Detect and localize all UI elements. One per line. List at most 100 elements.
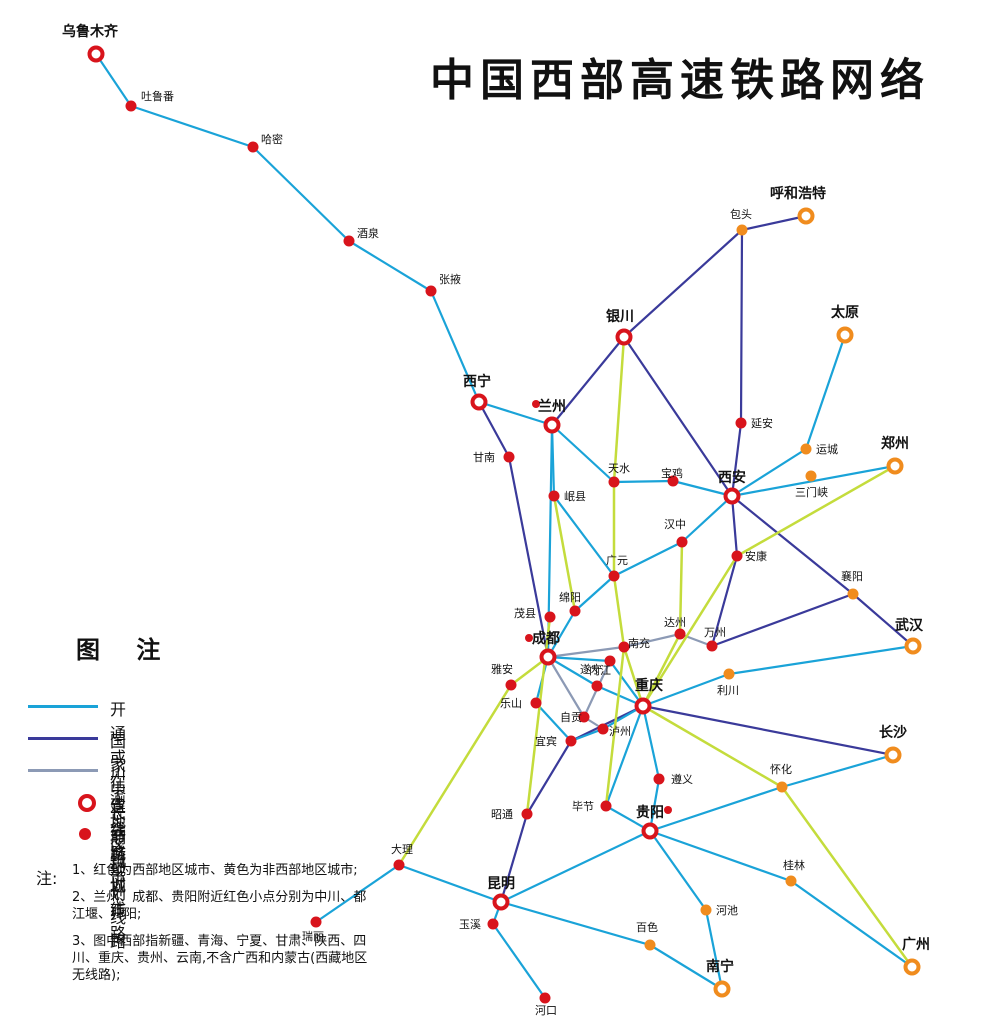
city-marker-wulumuqi[interactable] — [87, 45, 105, 63]
city-marker-dali[interactable] — [393, 859, 405, 871]
city-marker-tianshui[interactable] — [608, 476, 620, 488]
city-label-huhehaote: 呼和浩特 — [770, 185, 826, 202]
city-label-minxian: 岷县 — [564, 490, 586, 503]
city-marker-changsha[interactable] — [884, 746, 902, 764]
city-marker-baise[interactable] — [644, 939, 656, 951]
city-marker-yuncheng[interactable] — [800, 443, 812, 455]
city-marker-bijie[interactable] — [600, 800, 612, 812]
city-marker-guangzhou[interactable] — [903, 958, 921, 976]
city-marker-maoxian[interactable] — [544, 611, 556, 623]
city-label-baotou: 包头 — [730, 208, 752, 221]
city-marker-yaan[interactable] — [505, 679, 517, 691]
city-marker-yibin[interactable] — [565, 735, 577, 747]
city-label-chengdu: 成都 — [532, 630, 560, 647]
city-marker-baoji[interactable] — [667, 475, 679, 487]
city-marker-hechi[interactable] — [700, 904, 712, 916]
city-label-dazhou: 达州 — [664, 616, 686, 629]
city-marker-ankang[interactable] — [731, 550, 743, 562]
city-label-xian: 西安 — [718, 469, 746, 486]
city-label-zhaotong: 昭通 — [491, 808, 513, 821]
city-marker-kunming[interactable] — [492, 893, 510, 911]
city-marker-chongqing[interactable] — [634, 697, 652, 715]
city-marker-zhengzhou[interactable] — [886, 457, 904, 475]
city-marker-sanmenxia[interactable] — [805, 470, 817, 482]
city-marker-xiangyang[interactable] — [847, 588, 859, 600]
city-label-ankang: 安康 — [745, 549, 767, 563]
city-marker-tulufan[interactable] — [125, 100, 137, 112]
city-marker-guilin[interactable] — [785, 875, 797, 887]
city-marker-nanning[interactable] — [713, 980, 731, 998]
city-marker-luzhou[interactable] — [597, 723, 609, 735]
city-markers — [87, 45, 922, 1004]
city-marker-zhaotong[interactable] — [521, 808, 533, 820]
city-marker-yinchuan[interactable] — [615, 328, 633, 346]
city-marker-hekou[interactable] — [539, 992, 551, 1004]
city-marker-gannan[interactable] — [503, 451, 515, 463]
city-marker-dazhou[interactable] — [674, 628, 686, 640]
capital-marker-icon — [78, 794, 96, 812]
legend-label: 国家中长期规划线路 — [110, 732, 127, 943]
rail-line-national-19 — [622, 335, 734, 498]
city-label-luzhou: 泸州 — [609, 725, 631, 738]
city-marker-guiyang[interactable] — [641, 822, 659, 840]
city-marker-nanchong[interactable] — [618, 641, 630, 653]
city-marker-kaiyang[interactable] — [664, 806, 672, 814]
city-marker-zhangye[interactable] — [425, 285, 437, 297]
legend-label: 开通或在建线路 — [110, 700, 127, 863]
city-marker-huhehaote[interactable] — [797, 207, 815, 225]
rail-line-west-planned-35 — [641, 704, 914, 969]
city-label-zigong: 自贡 — [560, 711, 582, 724]
city-label-zunyi: 遵义 — [671, 772, 693, 786]
rail-line-national-18 — [550, 335, 626, 427]
city-label-zhangye: 张掖 — [439, 272, 461, 286]
city-label-guiyang: 贵阳 — [636, 804, 664, 821]
city-marker-dujiangyan[interactable] — [525, 634, 533, 642]
city-label-leshan: 乐山 — [500, 697, 522, 710]
rail-line-sichuan-chongqing-25 — [546, 632, 714, 659]
city-label-gannan: 甘南 — [473, 451, 495, 464]
city-label-ruili: 瑞丽 — [302, 929, 324, 943]
city-label-yinchuan: 银川 — [606, 308, 634, 325]
city-label-baoji: 宝鸡 — [661, 466, 683, 480]
city-label-yanan: 延安 — [751, 416, 773, 430]
city-label-xiangyang: 襄阳 — [841, 569, 863, 583]
rail-line-national-23 — [641, 704, 895, 757]
city-marker-suining[interactable] — [604, 655, 616, 667]
city-label-kunming: 昆明 — [487, 876, 515, 892]
city-label-nanning: 南宁 — [706, 958, 734, 975]
city-marker-taiyuan[interactable] — [836, 326, 854, 344]
city-marker-mianyang[interactable] — [569, 605, 581, 617]
city-marker-huaihua[interactable] — [776, 781, 788, 793]
city-marker-leshan[interactable] — [530, 697, 542, 709]
note-1: 1、红色为西部地区城市、黄色为非西部地区城市; — [72, 863, 358, 878]
city-marker-jiuquan[interactable] — [343, 235, 355, 247]
city-marker-baotou[interactable] — [736, 224, 748, 236]
city-marker-hami[interactable] — [247, 141, 259, 153]
city-marker-zigong[interactable] — [578, 711, 590, 723]
city-marker-zunyi[interactable] — [653, 773, 665, 785]
city-label-yibin: 宜宾 — [535, 734, 557, 748]
city-marker-chengdu[interactable] — [539, 648, 557, 666]
city-marker-guangyuan[interactable] — [608, 570, 620, 582]
city-marker-yanan[interactable] — [735, 417, 747, 429]
city-marker-yuxi[interactable] — [487, 918, 499, 930]
city-label-bijie: 毕节 — [572, 800, 594, 813]
rail-line-open-0 — [94, 52, 554, 427]
city-marker-lichuan[interactable] — [723, 668, 735, 680]
city-marker-ruili[interactable] — [310, 916, 322, 928]
city-marker-wuhan[interactable] — [904, 637, 922, 655]
city-marker-xian[interactable] — [723, 487, 741, 505]
city-marker-hanzhong[interactable] — [676, 536, 688, 548]
city-label-hekou: 河口 — [535, 1004, 557, 1017]
city-marker-zhongchuan[interactable] — [532, 400, 540, 408]
city-marker-lanzhou[interactable] — [543, 416, 561, 434]
rail-line-national-21 — [730, 494, 915, 648]
legend-swatch-open — [28, 705, 98, 708]
legend-label: 节点城市 — [110, 828, 127, 919]
city-marker-neijiang[interactable] — [591, 680, 603, 692]
city-marker-wanzhou[interactable] — [706, 640, 718, 652]
city-marker-xining[interactable] — [470, 393, 488, 411]
city-marker-minxian[interactable] — [548, 490, 560, 502]
rail-line-open-12 — [491, 900, 547, 1000]
